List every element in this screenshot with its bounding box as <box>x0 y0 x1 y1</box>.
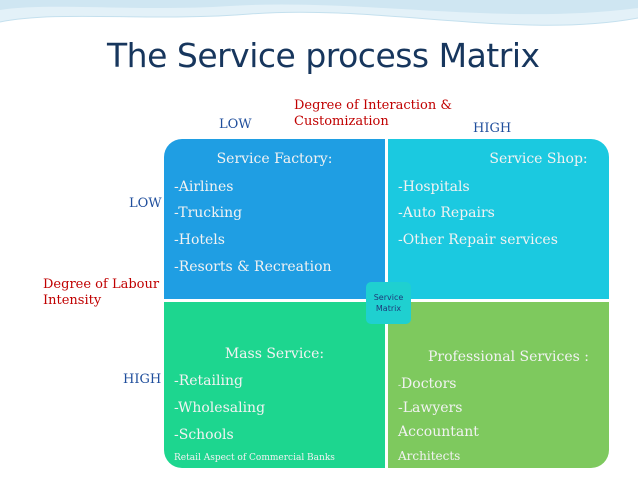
professional-services-item: Architects <box>398 449 461 463</box>
service-factory-item: -Trucking <box>174 205 243 221</box>
interaction-axis-title: Degree of Interaction & Customization <box>294 98 452 130</box>
mass-service-item: -Schools <box>174 427 234 443</box>
quadrant-service-factory: Service Factory: -Airlines -Trucking -Ho… <box>164 139 385 299</box>
service-factory-item: -Hotels <box>174 232 225 248</box>
page-title: The Service process Matrix <box>107 36 540 75</box>
quadrant-mass-service: Mass Service: -Retailing -Wholesaling -S… <box>164 302 385 468</box>
professional-services-item: Accountant <box>398 424 479 440</box>
professional-services-item: -Lawyers <box>398 400 463 416</box>
professional-services-item-dash: - <box>398 381 402 391</box>
mass-service-item: Retail Aspect of Commercial Banks <box>174 453 335 463</box>
professional-services-item: -Doctors <box>398 376 456 392</box>
center-label-line2: Matrix <box>375 304 402 313</box>
service-shop-item: -Other Repair services <box>398 232 558 248</box>
quadrant-service-shop: Service Shop: -Hospitals -Auto Repairs -… <box>388 139 609 299</box>
service-factory-title: Service Factory: <box>216 151 333 167</box>
service-factory-item: -Resorts & Recreation <box>174 259 332 275</box>
interaction-axis-title-line1: Degree of Interaction & <box>294 98 452 113</box>
quadrant-professional-services: Professional Services : -Doctors -Lawyer… <box>388 302 609 468</box>
labour-axis-title-line2: Intensity <box>43 293 102 308</box>
labour-axis-title: Degree of Labour Intensity <box>43 277 159 309</box>
center-label-line1: Service <box>373 293 404 302</box>
labour-high-label: HIGH <box>123 372 162 387</box>
mass-service-item: -Wholesaling <box>174 400 266 416</box>
professional-services-title: Professional Services : <box>427 349 589 365</box>
interaction-high-label: HIGH <box>473 121 512 136</box>
service-factory-item: -Airlines <box>174 179 234 195</box>
service-shop-title: Service Shop: <box>489 151 588 167</box>
service-shop-item: -Auto Repairs <box>398 205 495 221</box>
professional-services-item-text: Doctors <box>401 376 457 392</box>
interaction-axis-title-line2: Customization <box>294 114 389 129</box>
labour-low-label: LOW <box>129 196 162 211</box>
service-matrix-center-label: Service Matrix <box>366 282 411 324</box>
header-wave-decoration <box>0 0 638 26</box>
labour-axis-title-line1: Degree of Labour <box>43 277 160 292</box>
mass-service-title: Mass Service: <box>224 346 325 362</box>
service-shop-item: -Hospitals <box>398 179 470 195</box>
interaction-low-label: LOW <box>219 117 252 132</box>
mass-service-item: -Retailing <box>174 373 243 389</box>
